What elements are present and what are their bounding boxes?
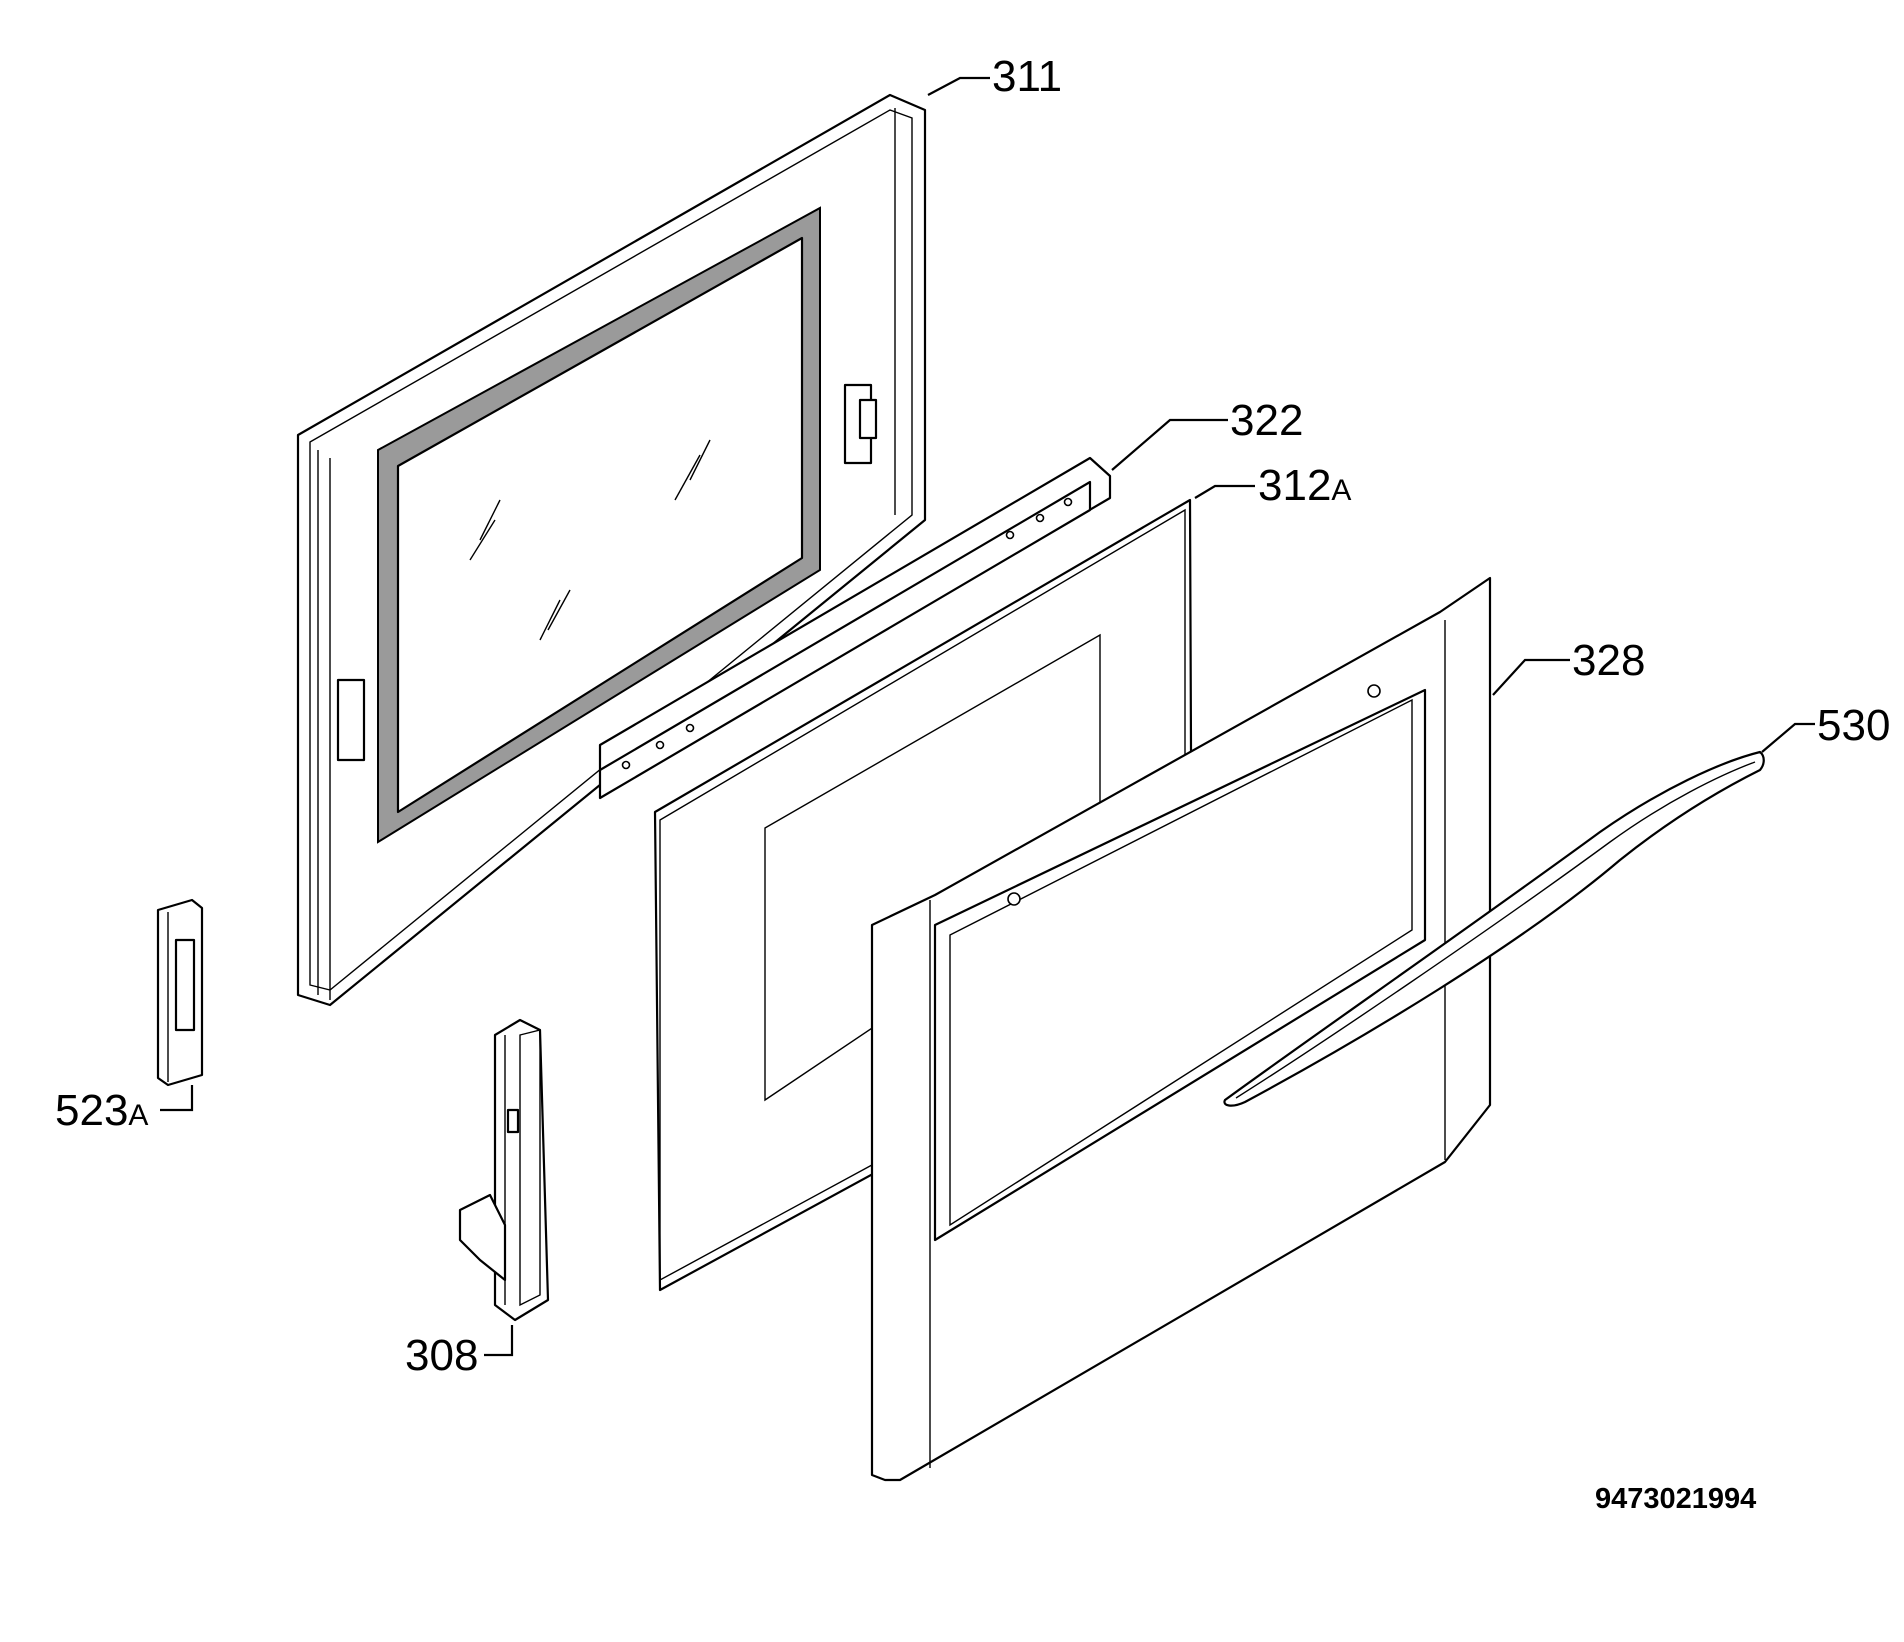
callout-308: 308 (405, 1331, 478, 1380)
callout-312a: 312A (1258, 461, 1351, 510)
callout-530: 530 (1817, 701, 1890, 750)
door-hinge (458, 1018, 550, 1322)
callout-328: 328 (1572, 636, 1645, 685)
leader-308 (484, 1325, 514, 1357)
hinge-cover (156, 898, 204, 1087)
door-handle (1223, 750, 1765, 1107)
callout-322: 322 (1230, 396, 1303, 445)
leader-312a (1194, 484, 1255, 499)
callout-311: 311 (992, 52, 1062, 101)
leader-523a (160, 1085, 194, 1112)
leader-311 (927, 76, 990, 96)
leader-530 (1761, 722, 1815, 753)
outer-door-panel (870, 576, 1492, 1482)
document-number: 9473021994 (1595, 1483, 1756, 1515)
callout-523a: 523A (55, 1086, 148, 1135)
rail-bracket (598, 456, 1112, 800)
leader-328 (1492, 658, 1570, 696)
inner-door-frame (296, 93, 927, 1007)
leader-322 (1111, 418, 1228, 471)
